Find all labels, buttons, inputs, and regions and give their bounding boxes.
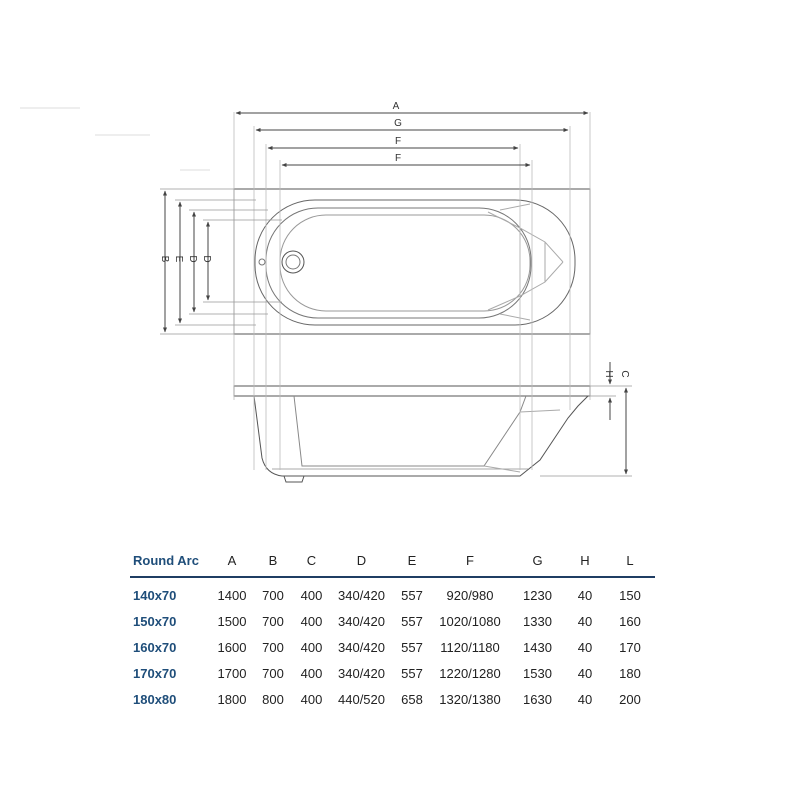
column-header: C (294, 551, 329, 578)
table-cell: 160 (619, 613, 641, 629)
label-a: A (393, 101, 400, 112)
side-rim (233, 385, 591, 397)
table-cell: 340/420 (338, 587, 385, 603)
table-cell: 1220/1280 (439, 665, 501, 681)
horizontal-dimensions (235, 111, 589, 167)
column-header: A (212, 551, 252, 578)
table-header-row: Round Arc A B C D E F G H L (130, 551, 655, 578)
column-header: L (605, 551, 655, 578)
tub-outer-rim (233, 188, 591, 335)
table-cell: 1120/1180 (440, 639, 500, 655)
label-f-outer: F (395, 136, 401, 147)
table-cell: 557 (401, 639, 423, 655)
table-cell: 150 (619, 587, 641, 603)
table-cell: 1330 (523, 613, 552, 629)
label-h: H (603, 370, 614, 377)
dimensions-table: Round Arc A B C D E F G H L 140x70 1400 … (130, 551, 655, 712)
model-cell: 170x70 (133, 665, 177, 681)
model-cell: 180x80 (133, 691, 177, 707)
table-cell: 40 (577, 613, 593, 629)
label-e: E (173, 256, 184, 263)
table-cell: 700 (262, 587, 284, 603)
table-cell: 180 (619, 665, 641, 681)
table-cell: 1630 (523, 691, 552, 707)
extension-lines (233, 112, 591, 470)
label-c: C (619, 370, 630, 377)
table-row: 140x70 1400 700 400 340/420 557 920/980 … (130, 577, 655, 608)
table-cell: 40 (577, 691, 593, 707)
table-cell: 400 (300, 665, 323, 681)
vertical-dimensions-right (540, 362, 632, 477)
drain-outer (281, 250, 305, 274)
table-cell: 1600 (217, 639, 247, 655)
side-inner-panel (293, 395, 527, 467)
column-header: G (510, 551, 565, 578)
faint-shadow-marks (20, 107, 210, 171)
model-cell: 140x70 (133, 587, 177, 603)
table-cell: 400 (300, 691, 323, 707)
table-cell: 1020/1080 (439, 613, 501, 629)
top-view (233, 188, 591, 335)
overflow-hole (258, 258, 266, 266)
table-cell: 1800 (217, 691, 247, 707)
table-cell: 658 (401, 691, 423, 707)
table-cell: 557 (401, 665, 423, 681)
table-cell: 700 (262, 639, 284, 655)
side-body (253, 395, 589, 477)
table-cell: 40 (577, 587, 593, 603)
table-cell: 340/420 (338, 639, 385, 655)
table-cell: 170 (619, 639, 641, 655)
table-cell: 440/520 (338, 691, 385, 707)
table-row: 170x70 1700 700 400 340/420 557 1220/128… (130, 660, 655, 686)
table-cell: 700 (262, 613, 284, 629)
table-cell: 400 (300, 587, 323, 603)
table-row: 150x70 1500 700 400 340/420 557 1020/108… (130, 608, 655, 634)
side-view (233, 385, 591, 483)
label-f-inner: F (395, 153, 401, 164)
table-cell: 700 (262, 665, 284, 681)
label-g: G (394, 118, 402, 129)
bathtub-technical-drawing: A G F F B E D D H (20, 101, 632, 483)
column-header: E (394, 551, 430, 578)
column-header: D (329, 551, 394, 578)
table-cell: 340/420 (338, 665, 385, 681)
table-cell: 1500 (217, 613, 247, 629)
model-cell: 150x70 (133, 613, 177, 629)
vertical-dimensions-left (160, 188, 282, 335)
table-cell: 400 (300, 613, 323, 629)
tub-floor (279, 214, 531, 312)
column-header: F (430, 551, 510, 578)
table-cell: 557 (401, 613, 423, 629)
tub-basin-inner (265, 207, 532, 319)
table-cell: 1320/1380 (439, 691, 501, 707)
table-cell: 557 (401, 587, 423, 603)
table-cell: 1430 (523, 639, 552, 655)
label-d-inner: D (201, 255, 212, 262)
table-cell: 200 (619, 691, 641, 707)
column-header: H (565, 551, 605, 578)
table-title: Round Arc (130, 551, 212, 578)
table-row: 180x80 1800 800 400 440/520 658 1320/138… (130, 686, 655, 712)
tub-basin-outer (254, 199, 576, 326)
drain-inner (285, 254, 301, 270)
table-row: 160x70 1600 700 400 340/420 557 1120/118… (130, 634, 655, 660)
label-d-outer: D (187, 255, 198, 262)
table-cell: 40 (577, 665, 593, 681)
side-foot (283, 475, 305, 483)
table-cell: 1700 (217, 665, 247, 681)
backrest-facets (487, 203, 564, 321)
table-cell: 1400 (217, 587, 247, 603)
table-cell: 340/420 (338, 613, 385, 629)
table-cell: 1530 (523, 665, 552, 681)
table-cell: 40 (577, 639, 593, 655)
column-header: B (252, 551, 294, 578)
table-cell: 920/980 (446, 587, 494, 603)
label-b: B (159, 256, 170, 263)
table-cell: 1230 (523, 587, 552, 603)
model-cell: 160x70 (133, 639, 177, 655)
table-cell: 800 (262, 691, 284, 707)
table-cell: 400 (300, 639, 323, 655)
